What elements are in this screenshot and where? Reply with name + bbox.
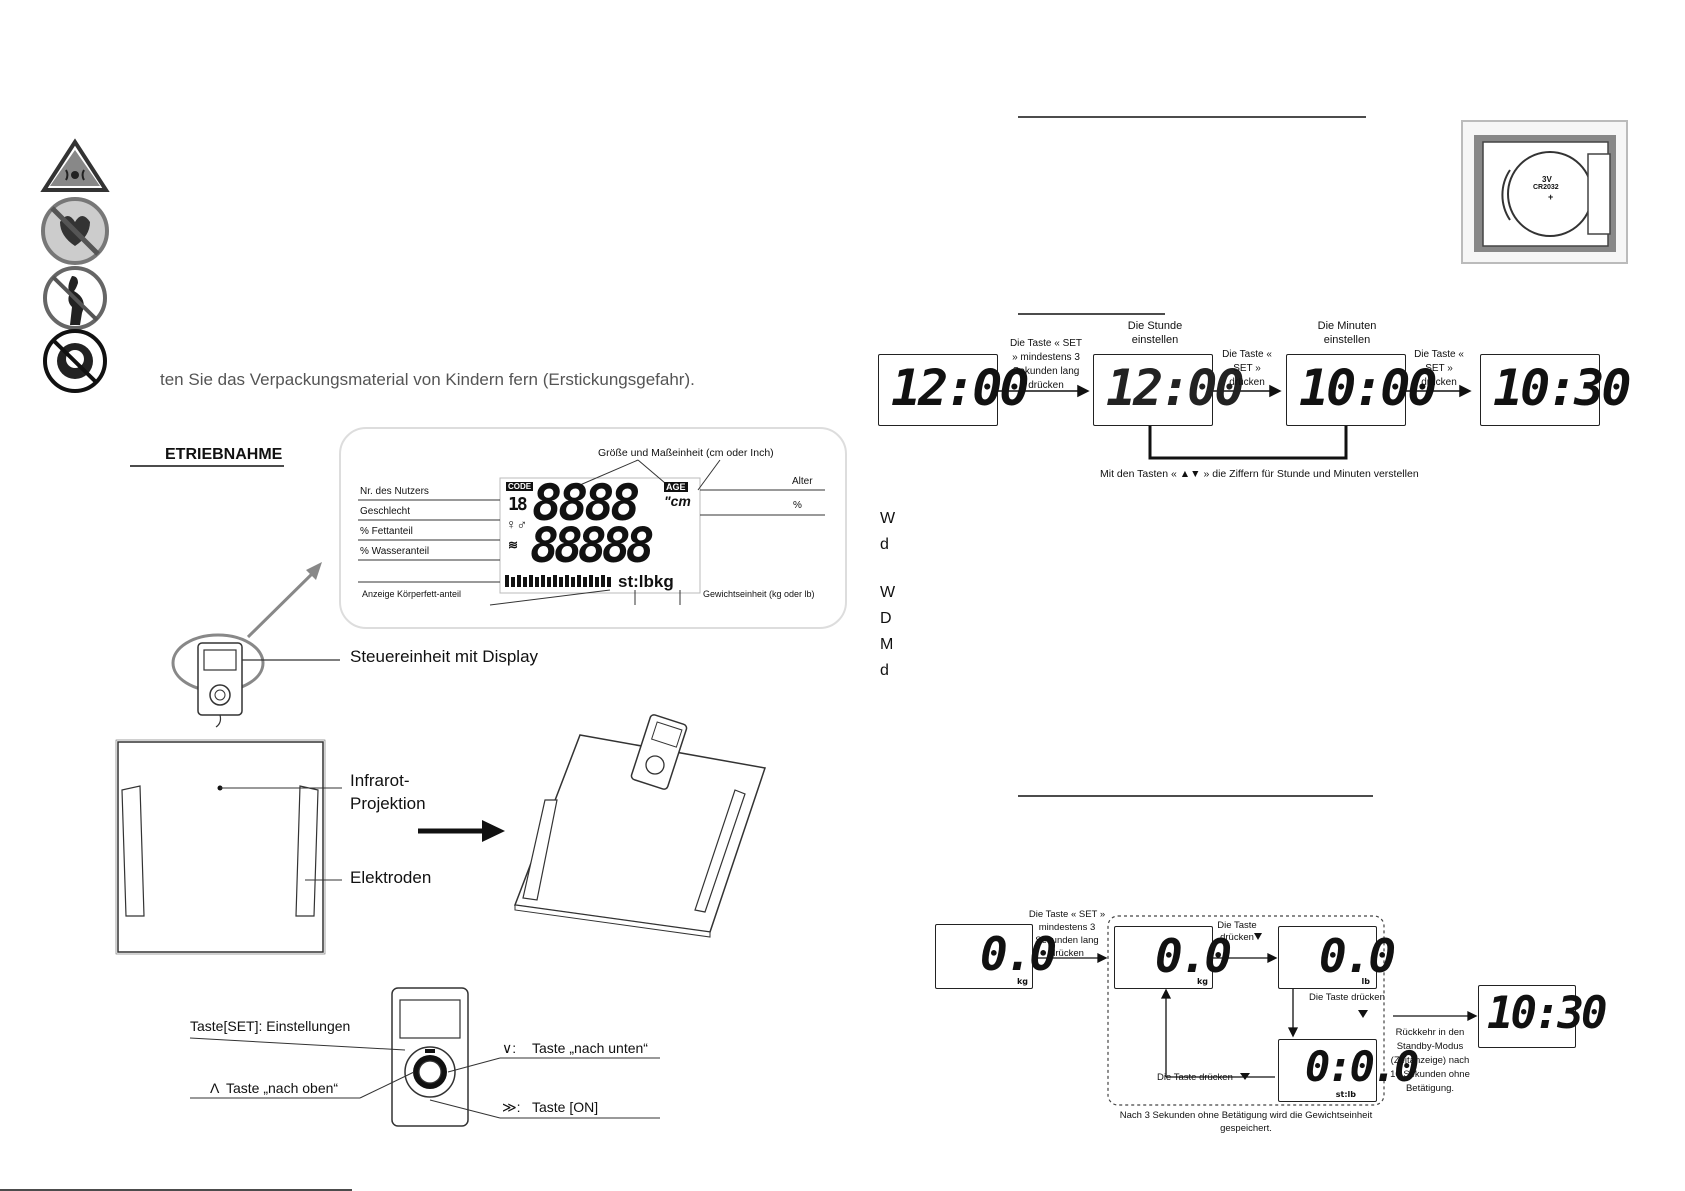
time-display-final: 10:30 [1480, 354, 1632, 426]
weight-time-display: 10:30 [1478, 985, 1607, 1048]
battery-type: CR2032 [1533, 184, 1559, 191]
minute-title: Die Minuten einstellen [1317, 320, 1377, 346]
time-display-minute: 10:00 [1286, 354, 1438, 426]
time-display-start: 12:00 [878, 354, 1030, 426]
lcd-gender-icon: ♀♂ [506, 516, 527, 532]
lcd-sub-digits: 88888 [530, 518, 654, 574]
weight-display-lb: 0.0 lb [1278, 926, 1396, 989]
callout-title: Größe und Maßeinheit (cm oder Inch) [598, 447, 774, 459]
label-infrared: Infrarot- [350, 771, 410, 790]
label-down-button: Taste „nach unten“ [532, 1040, 648, 1056]
label-projection: Projektion [350, 794, 426, 813]
standby-return-text: Rückkehr in den Standby-Modus (Zeitanzei… [1390, 1027, 1470, 1094]
no-pregnancy-icon [43, 266, 107, 330]
weight-display-stlb: 0:0.0 st:lb [1278, 1039, 1419, 1102]
down-arrow-icon: ∨: [502, 1040, 517, 1056]
callout-fat-bar: Anzeige Körperfett-anteil [362, 589, 462, 599]
cut-body-text: ten Sie das Verpackungsmaterial von Kind… [160, 370, 695, 389]
cut-letter: W [880, 510, 896, 527]
time-step-3: Die Taste « SET » drücken [1414, 349, 1464, 388]
callout-weight-unit: Gewichtseinheit (kg oder lb) [703, 589, 815, 599]
battery-voltage: 3V [1542, 175, 1552, 184]
hour-title: Die Stunde einstellen [1127, 320, 1183, 346]
cut-letter: D [880, 610, 892, 627]
label-on-button: Taste [ON] [532, 1099, 599, 1115]
weight-display-kg-start: 0.0 kg [935, 924, 1057, 989]
label-up-button: Taste „nach oben“ [226, 1080, 339, 1096]
radiation-warning-icon [40, 138, 110, 192]
unit-step-2: Die Taste drücken [1217, 920, 1257, 943]
unit-step-4: Die Taste drücken [1157, 1072, 1233, 1083]
unit-step-1: Die Taste « SET » mindestens 3 Sekunden … [1028, 909, 1106, 959]
on-arrow-icon: ≫: [502, 1099, 521, 1115]
cut-letter: W [880, 584, 896, 601]
time-step-1: Die Taste « SET » mindestens 3 Sekunden … [1009, 338, 1083, 391]
time-flow-footer: Mit den Tasten « ▲▼ » die Ziffern für St… [1100, 468, 1419, 480]
up-arrow-icon: Λ [210, 1080, 220, 1096]
lcd-cm-unit: "cm [664, 493, 691, 509]
callout-age: Alter [792, 476, 813, 487]
callout-percent: % [793, 500, 802, 511]
unit-step-3: Die Taste drücken [1309, 992, 1385, 1003]
lcd-weight-units: st:lbkg [618, 572, 674, 591]
no-children-suffocation-icon [43, 329, 107, 393]
time-step-2: Die Taste « SET » drücken [1222, 349, 1272, 388]
time-display-hour: 12:00 [1093, 354, 1245, 426]
label-control-unit: Steuereinheit mit Display [350, 647, 539, 666]
lcd-code-badge: CODE [506, 482, 534, 491]
callout-gender: Geschlecht [360, 506, 411, 517]
cut-letter: d [880, 662, 889, 679]
lcd-main-digits: 8888 [532, 474, 640, 532]
lcd-user-digits: 18 [508, 494, 528, 515]
section-heading: ETRIEBNAHME [165, 446, 283, 463]
lcd-age-badge: AGE [664, 482, 688, 492]
unit-flow-footer: Nach 3 Sekunden ohne Betätigung wird die… [1119, 1110, 1373, 1134]
callout-water: % Wasseranteil [360, 546, 430, 557]
weight-display-kg: 0.0 kg [1114, 926, 1232, 989]
callout-user-no: Nr. des Nutzers [360, 486, 429, 497]
no-pacemaker-icon [41, 197, 109, 265]
battery-polarity: + [1548, 192, 1554, 202]
cut-letter: M [880, 636, 894, 653]
label-electrodes: Elektroden [350, 868, 432, 887]
label-set-button: Taste[SET]: Einstellungen [190, 1018, 351, 1034]
cut-letter: d [880, 536, 889, 553]
lcd-water-icon: ≋ [508, 538, 519, 552]
callout-fat: % Fettanteil [360, 526, 413, 537]
